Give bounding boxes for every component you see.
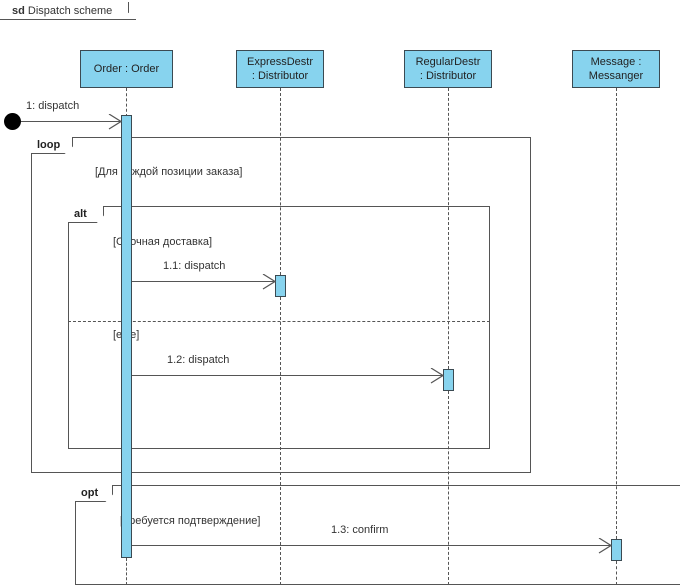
message-1-line[interactable] (21, 121, 121, 122)
lifeline-dash-order-top (126, 88, 127, 117)
fragment-opt-operator: opt (75, 485, 113, 502)
diagram-kind-keyword: sd (12, 5, 25, 17)
message-11-arrowhead (262, 274, 276, 290)
message-13-line[interactable] (132, 545, 611, 546)
lifeline-head-order-line1: Order : Order (93, 63, 160, 75)
fragment-loop[interactable] (31, 137, 531, 473)
lifeline-dash-message-top (616, 88, 617, 539)
diagram-frame-underline (0, 19, 136, 20)
fragment-alt-operator: alt (68, 206, 104, 223)
activation-regular[interactable] (443, 369, 454, 391)
message-11-label: 1.1: dispatch (163, 260, 226, 272)
lifeline-head-message[interactable]: Message : Messanger (572, 50, 660, 88)
fragment-alt-divider (68, 321, 490, 322)
lifeline-head-message-line1: Message : (590, 56, 642, 68)
lifeline-head-regular[interactable]: RegularDestr : Distributor (404, 50, 492, 88)
start-node[interactable] (4, 113, 21, 130)
lifeline-dash-regular-top (448, 88, 449, 369)
diagram-frame-tab: sd Dispatch scheme (4, 2, 130, 20)
fragment-alt[interactable] (68, 206, 490, 449)
activation-message[interactable] (611, 539, 622, 561)
lifeline-head-regular-line1: RegularDestr (415, 56, 481, 68)
activation-order[interactable] (121, 115, 132, 558)
message-12-line[interactable] (132, 375, 443, 376)
fragment-loop-operator: loop (31, 137, 73, 154)
activation-express[interactable] (275, 275, 286, 297)
lifeline-dash-express-top (280, 88, 281, 275)
lifeline-dash-regular-bottom (448, 391, 449, 585)
message-12-arrowhead (430, 368, 444, 384)
lifeline-head-order[interactable]: Order : Order (80, 50, 173, 88)
lifeline-head-message-line2: Messanger (588, 70, 644, 82)
lifeline-dash-order-bottom (126, 558, 127, 585)
lifeline-head-express[interactable]: ExpressDestr : Distributor (236, 50, 324, 88)
lifeline-dash-express-bottom (280, 297, 281, 585)
lifeline-head-regular-line2: : Distributor (419, 70, 477, 82)
lifeline-head-express-line2: : Distributor (251, 70, 309, 82)
fragment-loop-guard: [Для каждой позиции заказа] (95, 166, 243, 178)
lifeline-head-express-line1: ExpressDestr (246, 56, 314, 68)
fragment-alt-guard: [Срочная доставка] (113, 236, 213, 248)
fragment-opt-guard: [Требуется подтверждение] (120, 515, 261, 527)
message-13-arrowhead (598, 538, 612, 554)
message-11-line[interactable] (132, 281, 275, 282)
diagram-title: Dispatch scheme (27, 5, 113, 17)
message-13-label: 1.3: confirm (331, 524, 389, 536)
lifeline-dash-message-bottom (616, 561, 617, 585)
message-12-label: 1.2: dispatch (167, 354, 230, 366)
message-1-label: 1: dispatch (26, 100, 80, 112)
message-1-arrowhead (108, 114, 122, 130)
